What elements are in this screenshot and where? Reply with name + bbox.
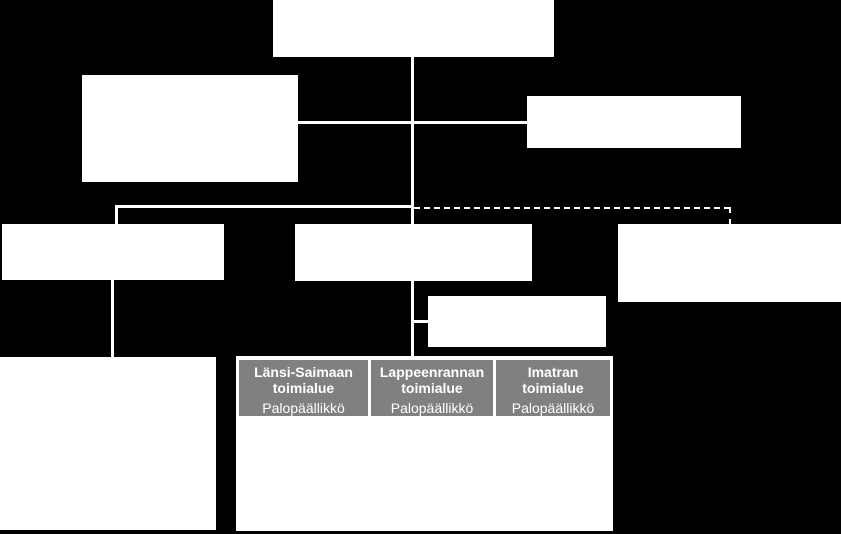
lower-box-left — [0, 357, 216, 530]
staff-box-center — [428, 296, 606, 347]
connector-center-lower — [411, 281, 414, 358]
connector-left-drop — [115, 205, 118, 225]
staff-box-right — [527, 96, 741, 148]
unit-name: Imatran toimialue — [522, 364, 584, 396]
top-box — [273, 0, 554, 57]
department-box-left — [2, 224, 224, 280]
connector-left-lower — [111, 279, 114, 359]
unit-name: Länsi-Saimaan toimialue — [254, 364, 353, 396]
unit-role: Palopäällikkö — [390, 400, 474, 416]
connector-dashed-drop — [729, 207, 731, 225]
connector-main-vertical — [411, 56, 414, 226]
department-box-center — [295, 224, 532, 281]
connector-center-staff — [411, 320, 428, 323]
unit-lappeenranta: Lappeenrannan toimialue Palopäällikkö — [371, 360, 493, 416]
connector-staff-horizontal — [297, 121, 529, 124]
connector-dashed-horizontal — [414, 207, 730, 209]
unit-name: Lappeenrannan toimialue — [379, 364, 485, 396]
unit-role: Palopäällikkö — [511, 400, 595, 416]
department-box-right — [618, 224, 841, 302]
unit-lansi-saimaa: Länsi-Saimaan toimialue Palopäällikkö — [239, 360, 368, 416]
unit-role: Palopäällikkö — [262, 400, 345, 416]
staff-box-left — [82, 75, 298, 182]
connector-branch-horizontal — [115, 205, 414, 208]
unit-imatra: Imatran toimialue Palopäällikkö — [496, 360, 610, 416]
